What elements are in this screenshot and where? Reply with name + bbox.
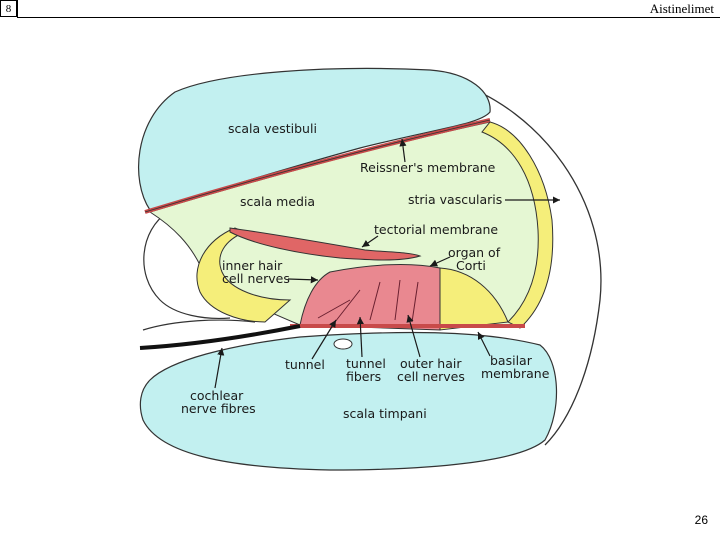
label-stria-vascularis: stria vascularis — [408, 192, 502, 207]
label-basilar-2: membrane — [481, 366, 550, 381]
label-inner-hair-2: cell nerves — [222, 271, 290, 286]
page-number: 26 — [695, 513, 708, 527]
label-reissners-membrane: Reissner's membrane — [360, 160, 496, 175]
label-scala-vestibuli: scala vestibuli — [228, 121, 317, 136]
label-scala-media: scala media — [240, 194, 315, 209]
label-cochlear-2: nerve fibres — [181, 401, 256, 416]
label-tectorial-membrane: tectorial membrane — [374, 222, 498, 237]
tunnel-opening — [334, 339, 352, 349]
spiral-limbus-curve — [143, 320, 255, 330]
label-scala-timpani: scala timpani — [343, 406, 427, 421]
label-tunnel: tunnel — [285, 357, 325, 372]
label-outer-hair-2: cell nerves — [397, 369, 465, 384]
label-tunnel-fibers-2: fibers — [346, 369, 381, 384]
label-organ-of-corti-2: Corti — [456, 258, 486, 273]
